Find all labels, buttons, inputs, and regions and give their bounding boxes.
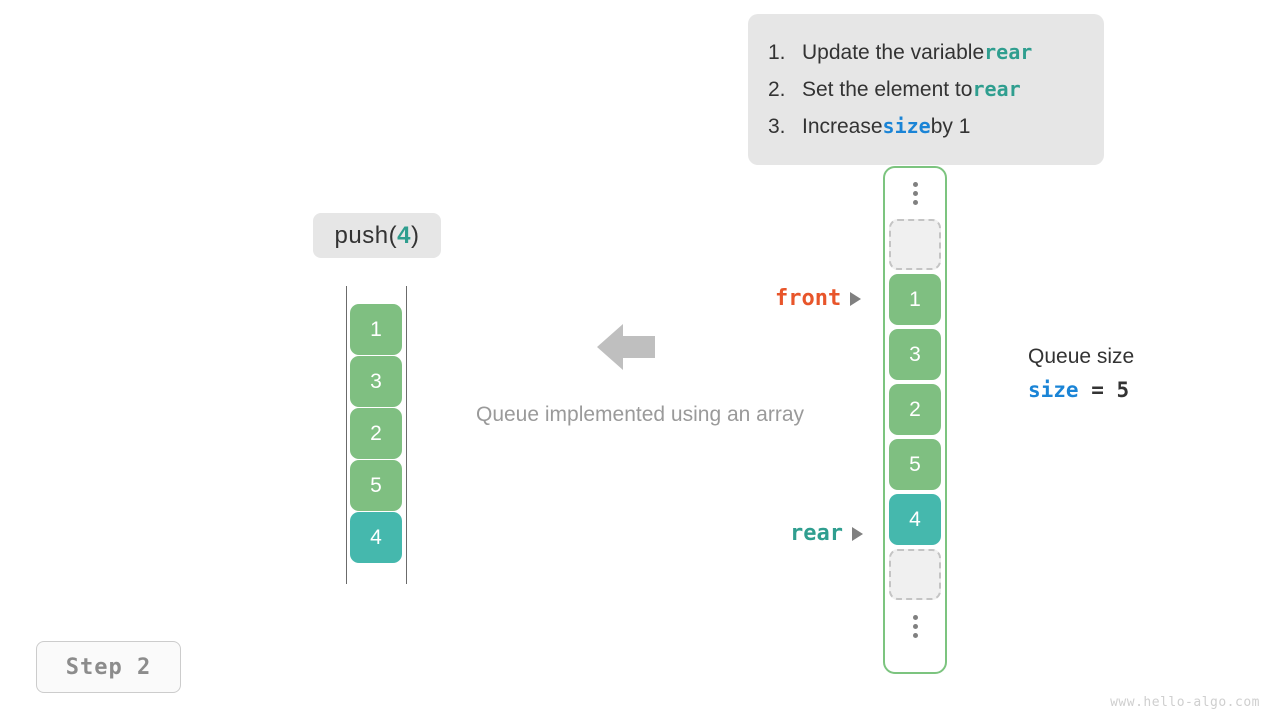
arrow-right-icon xyxy=(851,526,863,541)
queue-size-expression: size = 5 xyxy=(1028,372,1134,408)
front-pointer-label: front xyxy=(775,286,862,311)
step-number: 1. xyxy=(768,41,786,64)
queue-cell: 2 xyxy=(889,384,941,435)
queue-size-caption: Queue size xyxy=(1028,345,1135,368)
left-array-diagram: 1 3 2 5 4 xyxy=(346,286,408,584)
queue-size-readout: Queue size size = 5 xyxy=(1028,342,1134,408)
step-item: 2. Set the element to rear xyxy=(768,71,1082,108)
queue-cell-new: 4 xyxy=(889,494,941,545)
arrow-right-icon xyxy=(850,291,862,306)
operation-name: push( xyxy=(334,221,398,249)
step-code-token: rear xyxy=(972,77,1021,101)
queue-cell: 3 xyxy=(889,329,941,380)
step-text: Update the variable xyxy=(802,41,985,64)
step-text: Set the element to xyxy=(802,78,973,101)
queue-cell-empty xyxy=(889,219,941,270)
operation-argument: 4 xyxy=(397,221,411,249)
array-rail-right xyxy=(406,286,407,584)
operation-close-paren: ) xyxy=(410,221,420,249)
ellipsis-icon-bottom xyxy=(889,604,941,648)
step-item: 1. Update the variable rear xyxy=(768,34,1082,71)
step-text: Increase xyxy=(802,115,883,138)
operation-label: push(4) xyxy=(313,213,441,258)
array-rail-left xyxy=(346,286,347,584)
diagram-caption: Queue implemented using an array xyxy=(475,403,805,426)
array-cell: 5 xyxy=(350,460,402,511)
array-cell: 3 xyxy=(350,356,402,407)
array-cell: 1 xyxy=(350,304,402,355)
rear-pointer-text: rear xyxy=(790,521,843,546)
queue-cell-empty xyxy=(889,549,941,600)
queue-cell: 5 xyxy=(889,439,941,490)
queue-cells: 1 3 2 5 4 xyxy=(889,171,941,648)
step-number: 3. xyxy=(768,115,786,138)
left-arrow-icon xyxy=(597,322,655,372)
rear-pointer-label: rear xyxy=(790,521,863,546)
array-cell-new: 4 xyxy=(350,512,402,563)
watermark: www.hello-algo.com xyxy=(1110,695,1260,710)
step-text-after: by 1 xyxy=(930,115,971,138)
size-operator: = xyxy=(1091,378,1104,402)
step-item: 3. Increase size by 1 xyxy=(768,108,1082,145)
left-array-cells: 1 3 2 5 4 xyxy=(350,304,402,563)
step-badge: Step 2 xyxy=(36,641,181,693)
ellipsis-icon-top xyxy=(889,171,941,215)
step-code-token: size xyxy=(882,114,931,138)
queue-cell: 1 xyxy=(889,274,941,325)
step-code-token: rear xyxy=(984,40,1033,64)
queue-container: 1 3 2 5 4 xyxy=(883,166,947,674)
step-number: 2. xyxy=(768,78,786,101)
front-pointer-text: front xyxy=(775,286,842,311)
size-value: 5 xyxy=(1116,378,1130,402)
steps-callout-box: 1. Update the variable rear 2. Set the e… xyxy=(748,14,1104,165)
size-variable: size xyxy=(1028,378,1079,402)
array-cell: 2 xyxy=(350,408,402,459)
